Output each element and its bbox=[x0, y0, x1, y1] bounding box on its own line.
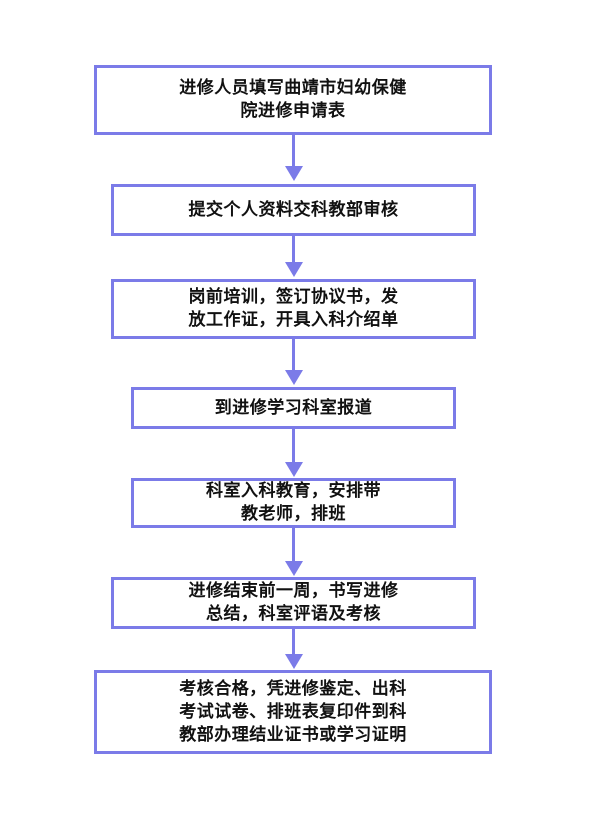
flow-step-label: 岗前培训，签订协议书，发 放工作证，开具入科介绍单 bbox=[188, 287, 399, 330]
flow-step-label: 进修结束前一周，书写进修 总结，科室评语及考核 bbox=[188, 581, 399, 624]
flow-step-label: 科室入科教育，安排带 教老师，排班 bbox=[206, 481, 381, 524]
flow-step-department-orientation: 科室入科教育，安排带 教老师，排班 bbox=[131, 478, 456, 528]
arrow-down-icon bbox=[285, 262, 303, 277]
flow-step-label: 考核合格，凭进修鉴定、出科 考试试卷、排班表复印件到科 教部办理结业证书或学习证… bbox=[179, 678, 407, 745]
arrow-down-icon bbox=[285, 370, 303, 385]
flow-step-submit-documents: 提交个人资料交科教部审核 bbox=[111, 184, 476, 236]
flow-step-application-form: 进修人员填写曲靖市妇幼保健 院进修申请表 bbox=[94, 65, 492, 135]
arrow-down-icon bbox=[285, 166, 303, 181]
flow-step-report-to-department: 到进修学习科室报道 bbox=[131, 387, 456, 429]
flow-step-label: 进修人员填写曲靖市妇幼保健 院进修申请表 bbox=[179, 78, 407, 121]
arrow-down-icon bbox=[285, 654, 303, 669]
flow-connector bbox=[292, 339, 295, 372]
flow-step-pre-job-training: 岗前培训，签订协议书，发 放工作证，开具入科介绍单 bbox=[111, 279, 476, 339]
arrow-down-icon bbox=[285, 462, 303, 477]
arrow-down-icon bbox=[285, 561, 303, 576]
flow-connector bbox=[292, 528, 295, 564]
flow-connector bbox=[292, 135, 295, 169]
flow-connector bbox=[292, 429, 295, 464]
flow-step-label: 到进修学习科室报道 bbox=[214, 397, 373, 418]
flow-step-label: 提交个人资料交科教部审核 bbox=[188, 199, 399, 220]
flow-connector bbox=[292, 236, 295, 264]
flow-step-write-summary: 进修结束前一周，书写进修 总结，科室评语及考核 bbox=[111, 577, 476, 629]
flow-connector bbox=[292, 629, 295, 657]
flow-step-completion-certificate: 考核合格，凭进修鉴定、出科 考试试卷、排班表复印件到科 教部办理结业证书或学习证… bbox=[94, 670, 492, 754]
